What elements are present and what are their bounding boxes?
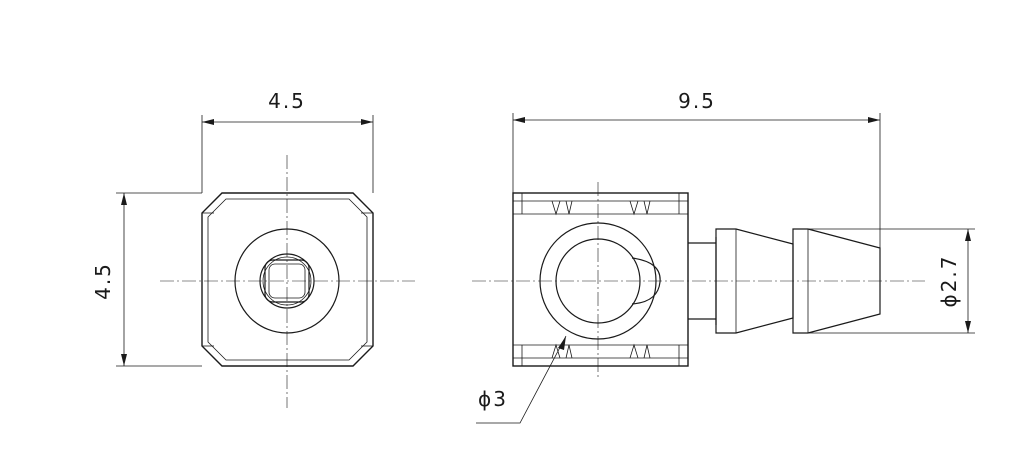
front-body-inner-outline (207, 198, 368, 361)
side-view: 9.5 ϕ2.7 ϕ3 (472, 89, 975, 424)
side-length-label: 9.5 (678, 89, 716, 113)
side-bore-leader (476, 335, 567, 424)
side-cross-hole (631, 257, 661, 305)
side-barb-diameter-label: ϕ2.7 (937, 255, 961, 308)
front-body-outline (201, 192, 374, 367)
front-height-label: 4.5 (91, 262, 115, 300)
front-view: 4.5 4.5 (91, 89, 415, 408)
side-bore-diameter-label: ϕ3 (478, 387, 508, 411)
side-body-outline (512, 192, 689, 367)
front-width-label: 4.5 (268, 89, 306, 113)
